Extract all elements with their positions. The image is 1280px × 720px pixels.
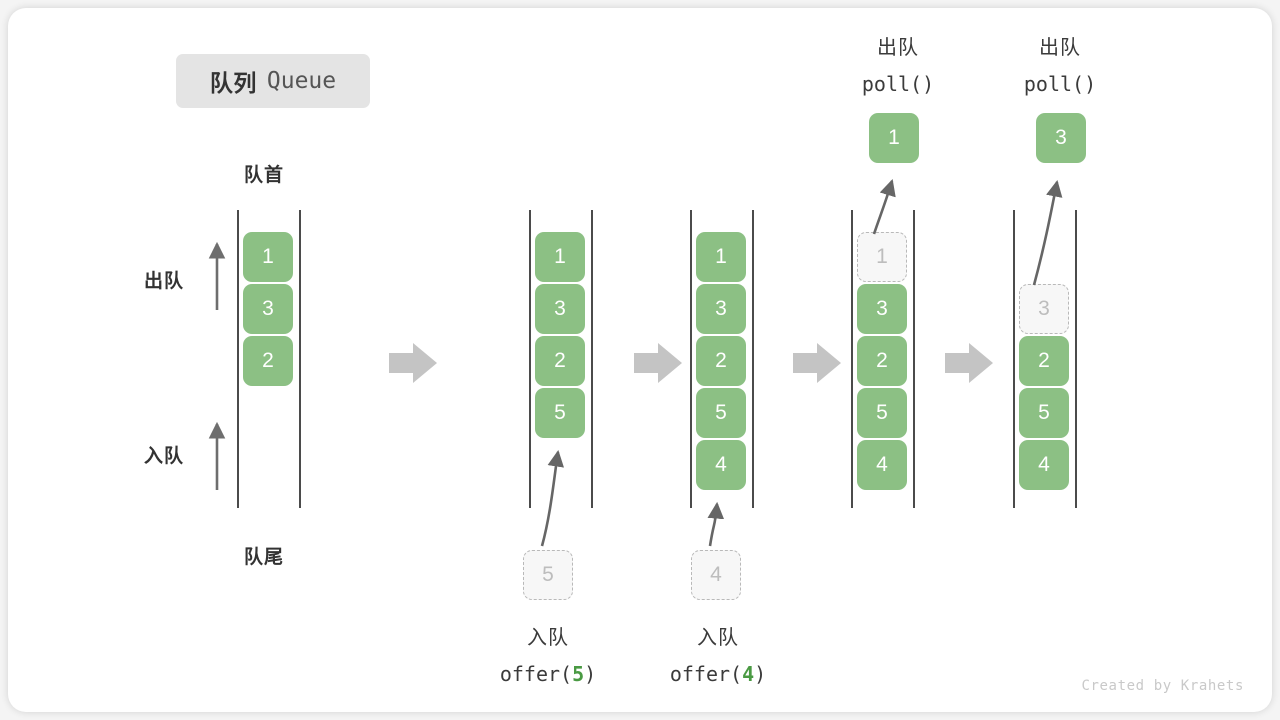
operation-label-cn: 入队 bbox=[527, 627, 569, 649]
queue-cell: 2 bbox=[1019, 336, 1069, 386]
watermark: Created by Krahets bbox=[1081, 678, 1244, 694]
rail-left bbox=[237, 210, 239, 508]
queue-cell: 2 bbox=[535, 336, 585, 386]
rail-right bbox=[1075, 210, 1077, 508]
rail-left bbox=[851, 210, 853, 508]
queue-head-label: 队首 bbox=[244, 165, 285, 186]
queue-cell: 4 bbox=[1019, 440, 1069, 490]
rail-left bbox=[1013, 210, 1015, 508]
operation-label-offer-4: 入队 offer(4) bbox=[618, 620, 818, 692]
step-arrow-4-to-5 bbox=[945, 343, 993, 383]
diagram-title-en: Queue bbox=[266, 68, 337, 94]
incoming-ghost-cell: 5 bbox=[523, 550, 573, 600]
rail-left bbox=[690, 210, 692, 508]
rail-right bbox=[299, 210, 301, 508]
diagram-title-cn: 队列 bbox=[209, 70, 257, 96]
queue-cell-new: 4 bbox=[696, 440, 746, 490]
queue-tail-label: 队尾 bbox=[244, 547, 285, 568]
rail-right bbox=[752, 210, 754, 508]
queue-cell: 3 bbox=[243, 284, 293, 334]
queue-cell: 1 bbox=[243, 232, 293, 282]
code-suffix: ) bbox=[584, 662, 597, 686]
code-prefix: offer( bbox=[669, 662, 743, 686]
code-suffix: ) bbox=[1084, 72, 1097, 96]
queue-cell: 2 bbox=[243, 336, 293, 386]
queue-cell: 5 bbox=[857, 388, 907, 438]
queue-cell: 3 bbox=[857, 284, 907, 334]
code-prefix: offer( bbox=[499, 662, 573, 686]
outgoing-ghost-cell: 3 bbox=[1019, 284, 1069, 334]
operation-label-code: poll() bbox=[818, 66, 978, 102]
operation-label-code: offer(5) bbox=[448, 656, 648, 692]
code-prefix: poll( bbox=[1023, 72, 1085, 96]
queue-cell-new: 5 bbox=[535, 388, 585, 438]
arrows-overlay bbox=[208, 179, 1063, 547]
rail-left bbox=[529, 210, 531, 508]
queue-cell: 1 bbox=[696, 232, 746, 282]
queue-cell: 2 bbox=[857, 336, 907, 386]
code-arg: 4 bbox=[742, 662, 755, 686]
outgoing-ghost-cell: 1 bbox=[857, 232, 907, 282]
queue-cell: 4 bbox=[857, 440, 907, 490]
operation-label-offer-5: 入队 offer(5) bbox=[448, 620, 648, 692]
queue-cell: 2 bbox=[696, 336, 746, 386]
rail-right bbox=[913, 210, 915, 508]
operation-label-code: offer(4) bbox=[618, 656, 818, 692]
operation-label-poll-3: 出队 poll() bbox=[980, 30, 1140, 102]
diagram-card: 队列 Queue 队首 队尾 出队 入队 1 3 2 1 3 2 5 5 入队 bbox=[8, 8, 1272, 712]
code-arg: 5 bbox=[572, 662, 585, 686]
step-arrow-3-to-4 bbox=[793, 343, 841, 383]
enqueue-direction-label: 入队 bbox=[144, 446, 185, 467]
polled-element-cell: 3 bbox=[1036, 113, 1086, 163]
operation-label-poll-1: 出队 poll() bbox=[818, 30, 978, 102]
queue-cell: 5 bbox=[696, 388, 746, 438]
rail-right bbox=[591, 210, 593, 508]
code-prefix: poll( bbox=[861, 72, 923, 96]
operation-label-cn: 入队 bbox=[697, 627, 739, 649]
operation-label-cn: 出队 bbox=[877, 37, 919, 59]
queue-cell: 3 bbox=[535, 284, 585, 334]
step-arrow-2-to-3 bbox=[634, 343, 682, 383]
operation-label-cn: 出队 bbox=[1039, 37, 1081, 59]
dequeue-direction-label: 出队 bbox=[144, 271, 185, 292]
code-suffix: ) bbox=[922, 72, 935, 96]
queue-cell: 1 bbox=[535, 232, 585, 282]
enqueue-motion-arrow-5 bbox=[540, 449, 565, 547]
queue-cell: 5 bbox=[1019, 388, 1069, 438]
code-suffix: ) bbox=[754, 662, 767, 686]
polled-element-cell: 1 bbox=[869, 113, 919, 163]
dequeue-motion-arrow-1 bbox=[872, 179, 896, 235]
incoming-ghost-cell: 4 bbox=[691, 550, 741, 600]
queue-cell: 3 bbox=[696, 284, 746, 334]
diagram-title-badge: 队列 Queue bbox=[176, 54, 370, 108]
dequeue-motion-arrow-3 bbox=[1032, 179, 1063, 286]
operation-label-code: poll() bbox=[980, 66, 1140, 102]
step-arrow-1-to-2 bbox=[389, 343, 437, 383]
enqueue-motion-arrow-4 bbox=[707, 501, 725, 547]
